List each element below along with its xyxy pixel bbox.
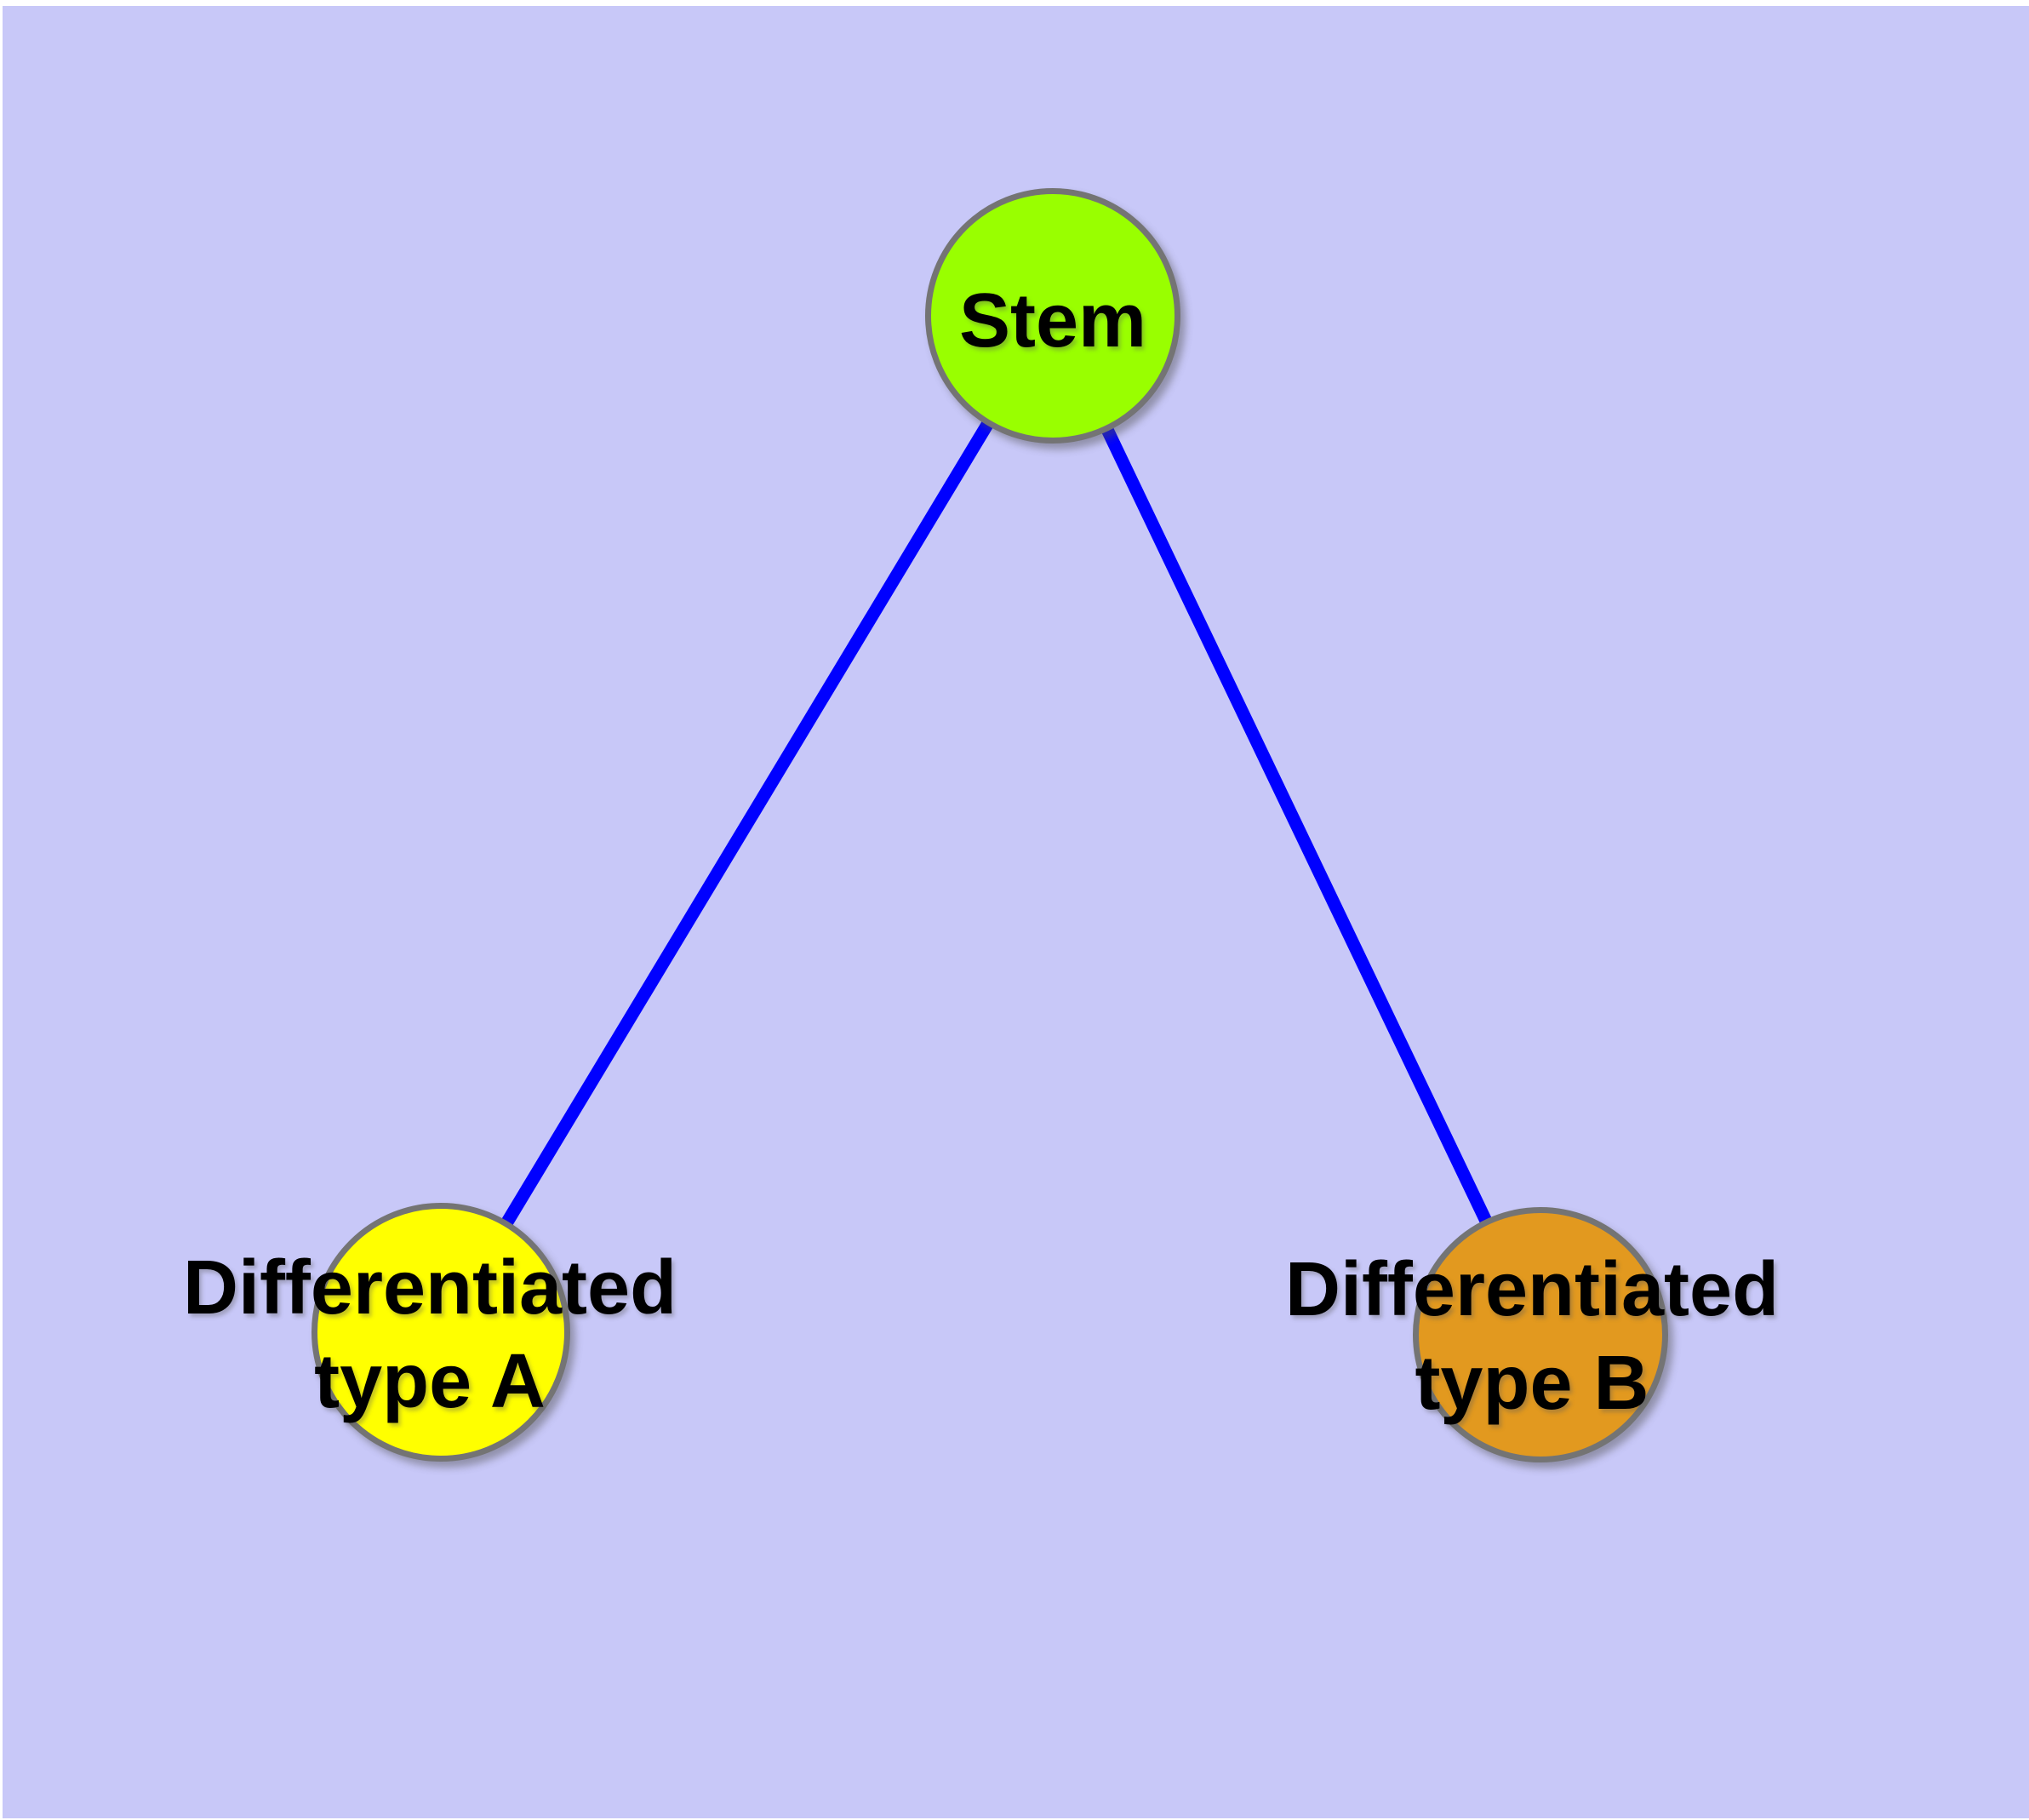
edge-stem-to-diff-b xyxy=(1047,312,1546,1338)
node-label-diff-a: Differentiated type A xyxy=(182,1245,677,1424)
node-stem xyxy=(925,188,1180,444)
node-label-stem: Stem xyxy=(958,278,1147,363)
node-diff-a xyxy=(311,1203,570,1462)
node-label-diff-b: Differentiated type B xyxy=(1284,1247,1780,1426)
edge-stem-to-diff-a xyxy=(435,312,1059,1336)
node-diff-b xyxy=(1413,1207,1668,1462)
